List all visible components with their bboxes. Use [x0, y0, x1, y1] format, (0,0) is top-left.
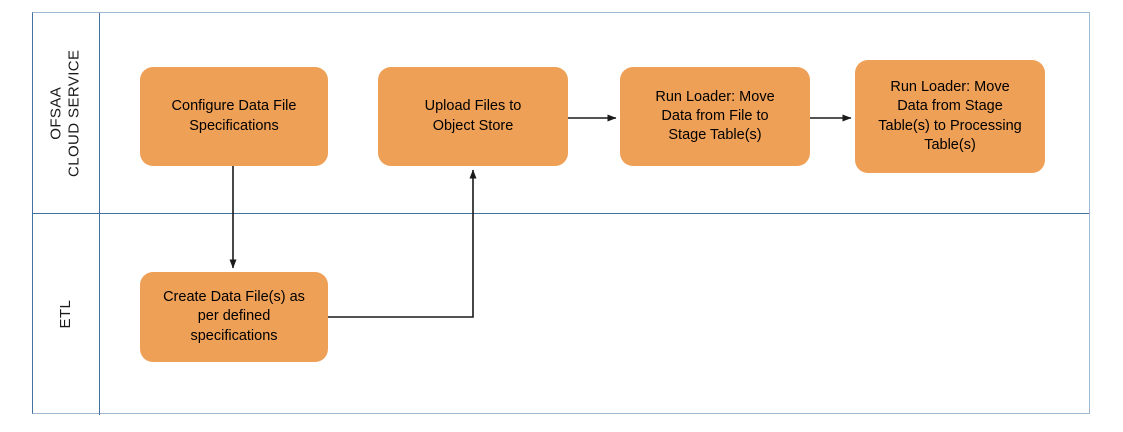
- process-node-create-data-files[interactable]: Create Data File(s) as per defined speci…: [140, 272, 328, 362]
- swimlane-header-ofsaa: OFSAA CLOUD SERVICE: [33, 13, 100, 213]
- process-node-configure-data-file-specifications[interactable]: Configure Data File Specifications: [140, 67, 328, 166]
- process-node-label: Configure Data File Specifications: [171, 98, 297, 134]
- swimlane-etl: ETL: [33, 214, 1089, 415]
- process-node-label: Run Loader: Move Data from File to Stage…: [655, 88, 775, 144]
- process-node-upload-files-to-object-store[interactable]: Upload Files to Object Store: [378, 67, 568, 166]
- process-node-label: Create Data File(s) as per defined speci…: [163, 289, 305, 344]
- process-node-run-loader-stage-to-processing[interactable]: Run Loader: Move Data from Stage Table(s…: [855, 60, 1045, 173]
- process-node-label: Run Loader: Move Data from Stage Table(s…: [878, 78, 1022, 153]
- process-node-label: Upload Files to Object Store: [424, 98, 522, 134]
- swimlane-label-ofsaa: OFSAA CLOUD SERVICE: [47, 49, 83, 177]
- swimlane-header-etl: ETL: [33, 214, 100, 415]
- swimlane-ofsaa-cloud-service: OFSAA CLOUD SERVICE: [33, 13, 1089, 214]
- process-node-run-loader-file-to-stage[interactable]: Run Loader: Move Data from File to Stage…: [620, 67, 810, 166]
- swimlane-label-etl: ETL: [56, 300, 74, 329]
